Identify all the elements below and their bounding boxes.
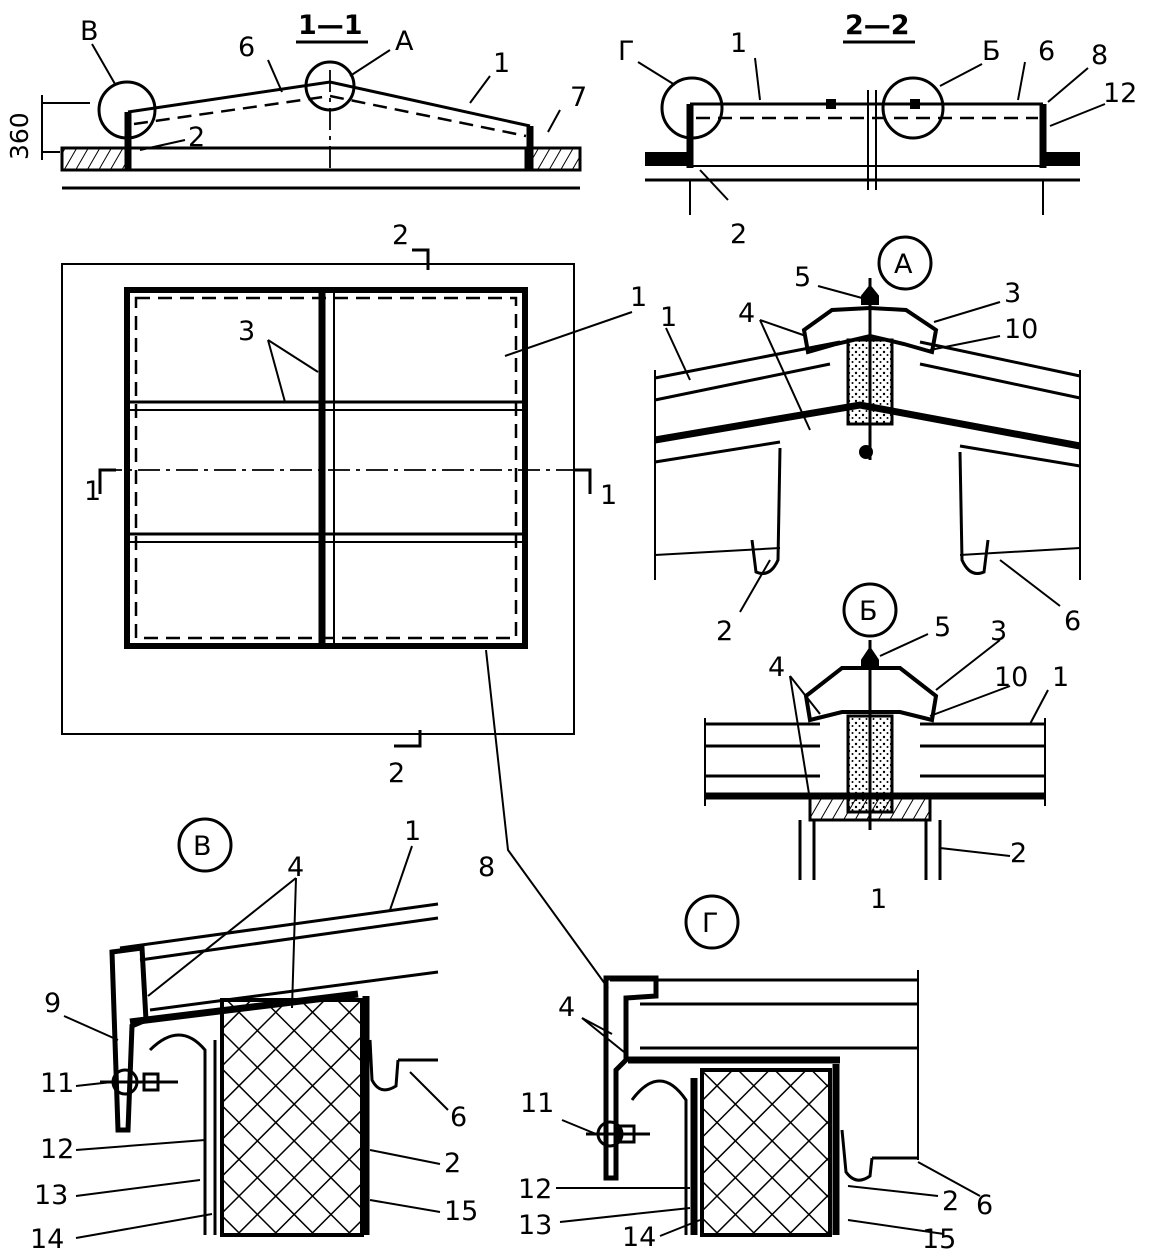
label-12-s2: 12 (1103, 78, 1137, 109)
label-3-a: 3 (1004, 278, 1021, 309)
detail-g: Г 1 4 11 12 13 14 (478, 852, 993, 1255)
label-1-s1: 1 (493, 48, 510, 79)
label-5-b: 5 (934, 612, 951, 643)
label-10-a: 10 (1004, 314, 1038, 345)
detail-b: Б 5 3 10 1 4 2 (704, 582, 1069, 880)
section-title-2-2: 2—2 (845, 10, 910, 41)
section-2-2: 2—2 Г 1 Б 6 8 12 (618, 10, 1137, 250)
label-14-g: 14 (622, 1222, 656, 1253)
label-8-s2: 8 (1091, 40, 1108, 71)
label-v-1: В (80, 16, 99, 47)
detail-a-marker: А (894, 249, 913, 280)
label-6-g: 6 (976, 1190, 993, 1221)
label-2-a: 2 (716, 616, 733, 647)
label-4-b: 4 (768, 652, 785, 683)
label-g-1: Г (618, 36, 634, 67)
plan-outline (61, 263, 575, 735)
label-1-plan: 1 (630, 282, 647, 313)
section-mark-2-bottom: 2 (388, 758, 405, 789)
label-2-b: 2 (1010, 838, 1027, 869)
detail-b-marker: Б (859, 596, 878, 627)
label-2-g: 2 (942, 1186, 959, 1217)
label-6-a: 6 (1064, 606, 1081, 637)
section-mark-2-top: 2 (392, 220, 409, 251)
detail-a: А 5 4 3 10 1 (654, 235, 1081, 647)
label-4-a: 4 (738, 298, 755, 329)
plan-view: 1 1 2 2 3 1 (61, 220, 647, 989)
label-6-v: 6 (450, 1102, 467, 1133)
section-mark-1-right: 1 (600, 480, 617, 511)
label-5-a: 5 (794, 262, 811, 293)
label-13-g: 13 (518, 1210, 552, 1241)
section-1-1: 1—1 360 В А 6 1 7 2 (5, 10, 587, 190)
label-15-v: 15 (444, 1196, 478, 1227)
detail-circle-g-1 (660, 76, 724, 140)
label-1-g: 1 (870, 884, 887, 915)
label-8: 8 (478, 852, 495, 883)
label-15-g: 15 (922, 1224, 956, 1255)
label-2-s1: 2 (188, 122, 205, 153)
label-12-v: 12 (40, 1134, 74, 1165)
label-14-v: 14 (30, 1224, 64, 1255)
label-6-s1: 6 (238, 32, 255, 63)
detail-g-marker: Г (702, 908, 718, 939)
label-1-a: 1 (660, 302, 677, 333)
label-a-1: А (395, 26, 414, 57)
label-11-g: 11 (520, 1088, 554, 1119)
label-3-plan: 3 (238, 316, 255, 347)
label-2-s2: 2 (730, 219, 747, 250)
label-12-g: 12 (518, 1174, 552, 1205)
label-11-v: 11 (40, 1068, 74, 1099)
label-b-1: Б (982, 36, 1001, 67)
label-9-v: 9 (44, 988, 61, 1019)
label-4-v: 4 (287, 852, 304, 883)
section-title-1-1: 1—1 (298, 10, 363, 41)
label-1-s2: 1 (730, 28, 747, 59)
label-1-v: 1 (404, 816, 421, 847)
detail-circle-v-1 (97, 80, 157, 140)
detail-circle-b-1 (881, 76, 945, 140)
detail-circle-a (304, 60, 356, 112)
label-6-s2: 6 (1038, 36, 1055, 67)
label-2-v: 2 (444, 1148, 461, 1179)
detail-v: В 4 1 9 11 12 13 (30, 816, 478, 1255)
label-13-v: 13 (34, 1180, 68, 1211)
dimension-360: 360 (5, 112, 34, 160)
label-1-b: 1 (1052, 662, 1069, 693)
label-3-b: 3 (990, 616, 1007, 647)
detail-v-marker: В (193, 831, 212, 862)
label-7-s1: 7 (570, 82, 587, 113)
section-mark-1-left: 1 (84, 476, 101, 507)
label-4-g: 4 (558, 992, 575, 1023)
label-10-b: 10 (994, 662, 1028, 693)
